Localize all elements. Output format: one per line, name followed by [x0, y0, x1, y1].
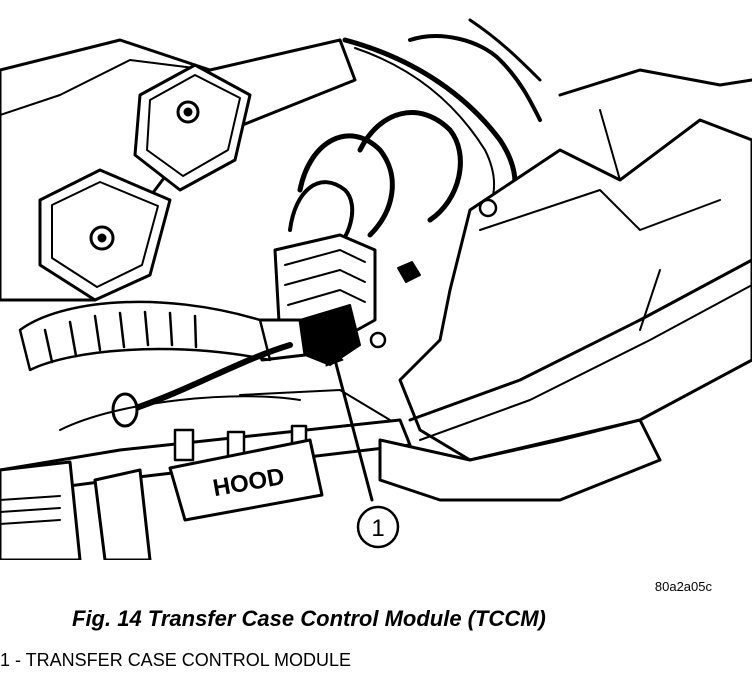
hood-label-plate: HOOD	[168, 438, 324, 522]
bracket-hole	[478, 198, 498, 218]
bracket-clip	[397, 261, 421, 283]
legend-item: 1 - TRANSFER CASE CONTROL MODULE	[0, 650, 352, 670]
legend-list: 1 - TRANSFER CASE CONTROL MODULE	[0, 650, 351, 671]
corrugated-conduit	[18, 300, 272, 372]
figure-caption: Fig. 14 Transfer Case Control Module (TC…	[72, 606, 546, 631]
right-bracket	[398, 118, 752, 462]
callout-number: 1	[371, 515, 384, 542]
tccm-module	[253, 233, 377, 366]
callout-arrowhead	[325, 344, 344, 367]
callout-leader	[333, 358, 374, 502]
lower-mounting-block	[38, 168, 172, 302]
tccm-illustration: HOOD 1	[0, 18, 752, 560]
upper-mounting-block	[133, 63, 252, 192]
latch-rail	[0, 418, 412, 497]
lower-cable	[127, 342, 293, 413]
image-code: 80a2a05c	[654, 579, 712, 594]
panel-fold-line	[0, 59, 211, 116]
callout-circle	[356, 505, 400, 549]
